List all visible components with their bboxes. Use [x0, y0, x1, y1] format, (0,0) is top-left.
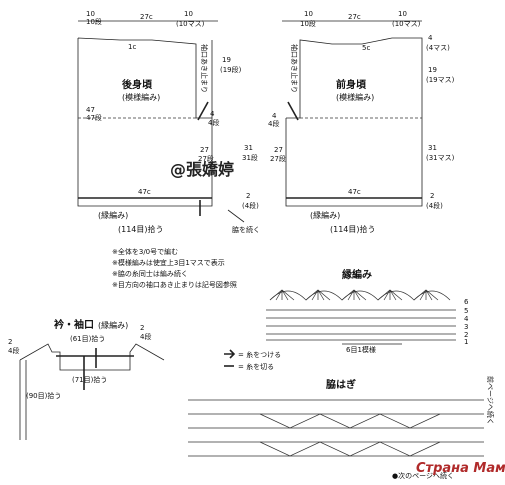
front-top-width: 27c	[348, 13, 361, 21]
back-bottom-width: 47c	[138, 188, 151, 196]
neck-cuff-title: 衿・袖口	[54, 318, 94, 331]
front-corner-rows: 4段	[268, 119, 279, 128]
front-armhole-note: 袖口あき止まり	[290, 44, 299, 93]
back-neck-pickup: (71目)拾う	[72, 375, 107, 384]
front-right-arm: 19	[428, 66, 437, 74]
back-lower-side-rows: 27段	[198, 154, 214, 163]
back-arm-depth: 19	[222, 56, 231, 64]
legend-attach: = 糸をつける	[238, 350, 281, 359]
back-top-left-rows: 10段	[86, 17, 102, 26]
back-side-depth-rows: 47段	[86, 113, 102, 122]
neck-cuff-pattern: (縁編み)	[98, 320, 128, 330]
left-dim-rows: 4段	[8, 346, 19, 355]
front-hem: (縁編み)	[310, 210, 340, 220]
front-title: 前身頃	[336, 78, 367, 91]
front-pattern: (模様編み)	[336, 92, 374, 102]
front-bottom-right-rows: (4段)	[426, 201, 443, 210]
back-pickup: (114目)拾う	[118, 224, 164, 234]
back-title: 後身頃	[122, 78, 153, 91]
front-top-left-rows: 10段	[300, 19, 316, 28]
front-right-side: 31	[428, 144, 437, 152]
side-seam-chart: 脇はぎ 前ページへ続く ●次のページへ続く	[188, 376, 495, 480]
back-lower-side: 27	[200, 146, 209, 154]
sleeve-pickup: (90目)拾う	[26, 391, 61, 400]
note-3: ※脇の糸同士は編み続く	[112, 269, 188, 278]
back-top-right: 10	[184, 10, 193, 18]
legend: = 糸をつける = 糸を切る	[224, 349, 281, 371]
back-hem: (縁編み)	[98, 210, 128, 220]
front-right-top: 4	[428, 34, 433, 42]
front-right-side-rows: (31マス)	[426, 154, 455, 162]
side-next: ●次のページへ続く	[392, 471, 454, 480]
side-cont: 前ページへ続く	[486, 376, 495, 425]
note-2: ※模様編みは使宜上3目1マスで表示	[112, 258, 225, 267]
border-chart: 縁編み 6 5 4 3 2 1 6目1模様	[266, 268, 469, 354]
back-top-right-rows: (10マス)	[176, 20, 205, 28]
back-corner: 4	[210, 110, 215, 118]
border-row-5: 5	[464, 307, 468, 315]
border-row-2: 2	[464, 331, 468, 339]
border-title: 縁編み	[342, 268, 372, 281]
front-lower-side-rows: 27段	[270, 154, 286, 163]
front-top-left: 10	[304, 10, 313, 18]
back-side-depth: 47	[86, 106, 95, 114]
side-title: 脇はぎ	[326, 378, 356, 391]
border-repeat: 6目1模様	[346, 345, 376, 354]
front-right-arm-rows: (19マス)	[426, 76, 455, 84]
right-dim-rows: 4段	[140, 332, 151, 341]
note-1: ※全体を3/0号で編む	[112, 247, 178, 256]
back-neck-label: 1c	[128, 43, 136, 51]
front-pickup: (114目)拾う	[330, 224, 376, 234]
back-corner-rows: 4段	[208, 118, 219, 127]
front-neck-label: 5c	[362, 44, 370, 52]
left-dim: 2	[8, 338, 12, 346]
back-armhole-note: 袖口あき止まり	[200, 44, 209, 93]
back-pattern: (模様編み)	[122, 92, 160, 102]
neck-pickup: (61目)拾う	[70, 334, 105, 343]
front-piece: 10 10段 27c 10 (10マス) 5c 前身頃 (模様編み) 袖口あき止…	[268, 10, 455, 234]
site-watermark: Страна Мам	[416, 461, 505, 476]
front-corner: 4	[272, 112, 277, 120]
border-fans	[269, 289, 451, 301]
right-dim: 2	[140, 324, 144, 332]
front-bottom-right: 2	[430, 192, 434, 200]
legend-cut: = 糸を切る	[238, 362, 274, 371]
border-row-4: 4	[464, 315, 469, 323]
front-top-right-rows: (10マス)	[392, 20, 421, 28]
side-hem: 2	[246, 192, 250, 200]
back-top-left: 10	[86, 10, 95, 18]
watermark: @張嬌婷	[170, 160, 234, 179]
border-row-1: 1	[464, 338, 468, 346]
side-seam-rows: 31段	[242, 153, 258, 162]
border-row-6: 6	[464, 298, 469, 306]
back-arm-depth-rows: (19段)	[220, 65, 242, 74]
notes: ※全体を3/0号で編む ※模様編みは使宜上3目1マスで表示 ※脇の糸同士は編み続…	[112, 247, 237, 289]
neck-cuff-diagram: 衿・袖口 (縁編み) (61目)拾う (71目)拾う (90目)拾う 2 4段 …	[8, 318, 165, 440]
back-piece: 10 10段 27c 10 (10マス) 1c 後身頃 (模様編み) 袖口あき止…	[77, 10, 242, 234]
front-lower-side: 27	[274, 146, 283, 154]
front-top-right: 10	[398, 10, 407, 18]
side-seam: 31	[244, 144, 253, 152]
back-top-width: 27c	[140, 13, 153, 21]
front-right-top-rows: (4マス)	[426, 44, 450, 52]
note-4: ※目方向の袖口あき止まりは記号図参照	[112, 280, 237, 289]
border-row-3: 3	[464, 323, 468, 331]
seam-continue: 脇を続く	[232, 225, 260, 234]
side-hem-rows: (4段)	[242, 201, 259, 210]
front-bottom-width: 47c	[348, 188, 361, 196]
